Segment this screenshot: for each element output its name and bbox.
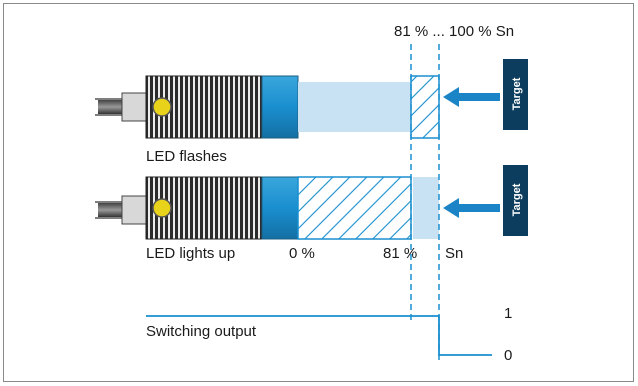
led-lights-up-label: LED lights up — [146, 245, 236, 262]
sensor-bottom — [95, 176, 299, 240]
output-high-label: 1 — [504, 305, 513, 322]
switching-zone-bottom-hatch — [298, 177, 411, 239]
switching-output-label: Switching output — [146, 323, 257, 340]
field-top — [298, 82, 411, 132]
cable-bottom-fill — [98, 203, 122, 217]
led-flashes-label: LED flashes — [146, 148, 227, 165]
field-bottom — [413, 177, 439, 239]
output-low-label: 0 — [504, 347, 513, 364]
sensor-top-body — [121, 92, 147, 122]
target-label-bottom: Target — [511, 183, 523, 216]
arrow-left-icon — [443, 87, 500, 107]
scale-threshold-label: 81 % — [383, 245, 418, 262]
sensor-top-head — [261, 75, 299, 139]
target-top — [443, 59, 528, 130]
led-top — [152, 97, 172, 117]
scale-start-label: 0 % — [289, 245, 315, 262]
range-label: 81 % ... 100 % Sn — [394, 23, 515, 40]
target-box-top — [503, 59, 528, 130]
arrow-left-icon — [443, 198, 500, 218]
target-bottom — [443, 165, 528, 236]
sensor-bottom-body — [121, 195, 147, 225]
switching-output-signal — [146, 315, 492, 356]
led-bottom — [152, 198, 172, 218]
target-label-top: Target — [511, 77, 523, 110]
cable-top-fill — [98, 100, 122, 114]
scale-unit-label: Sn — [445, 245, 464, 262]
sensor-top — [95, 75, 299, 139]
target-box-bottom — [503, 165, 528, 236]
switching-zone-top-hatch — [411, 76, 439, 138]
sensor-bottom-head — [261, 176, 299, 240]
